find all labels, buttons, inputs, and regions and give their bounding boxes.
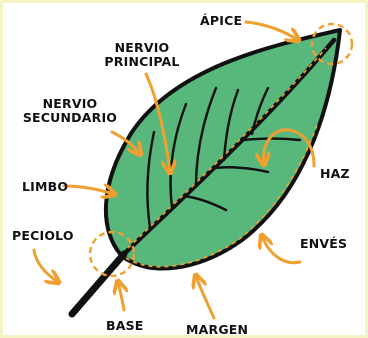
limbo-label: LIMBO	[22, 179, 68, 194]
vein-upper-4	[222, 88, 240, 162]
peciolo-arrow	[32, 248, 58, 282]
secondary-veins	[146, 86, 302, 230]
midrib	[121, 37, 337, 257]
enves-arrow	[262, 236, 302, 265]
haz-arrow	[264, 128, 316, 166]
frame-top-edge	[0, 0, 368, 3]
peciolo-label: PECIOLO	[12, 228, 74, 243]
vein-lower-3	[182, 194, 228, 212]
nervio-secundario-label-line2: SECUNDARIO	[23, 110, 117, 125]
midrib-highlight	[127, 47, 327, 249]
nervio-principal-label-line1: NERVIO	[115, 40, 170, 55]
apex-highlight-circle	[310, 22, 354, 66]
petiole	[68, 250, 128, 318]
frame-right-edge	[365, 0, 368, 338]
frame-left-edge	[0, 0, 3, 338]
base-label: BASE	[106, 318, 144, 333]
margen-label: MARGEN	[186, 322, 248, 337]
vein-upper-1	[146, 130, 156, 230]
base-arrow	[118, 282, 124, 312]
nervio-secundario-arrow	[110, 130, 140, 154]
base-highlight-circle	[88, 230, 136, 278]
vein-upper-3	[194, 86, 218, 188]
haz-label: HAZ	[320, 166, 350, 181]
enves-label: ENVÉS	[300, 236, 347, 251]
vein-lower-2	[242, 137, 302, 142]
vein-upper-5	[250, 86, 270, 136]
margen-arrow	[196, 276, 216, 320]
apice-arrow	[244, 20, 298, 40]
nervio-principal-label-line2: PRINCIPAL	[104, 54, 179, 69]
limbo-arrow	[62, 186, 114, 194]
vein-upper-2	[169, 102, 188, 210]
nervio-principal-arrow	[144, 72, 170, 172]
frame-bottom-edge	[0, 335, 368, 338]
apice-label: ÁPICE	[200, 13, 242, 28]
vein-lower-1	[212, 166, 270, 174]
nervio-secundario-label-line1: NERVIO	[43, 96, 98, 111]
